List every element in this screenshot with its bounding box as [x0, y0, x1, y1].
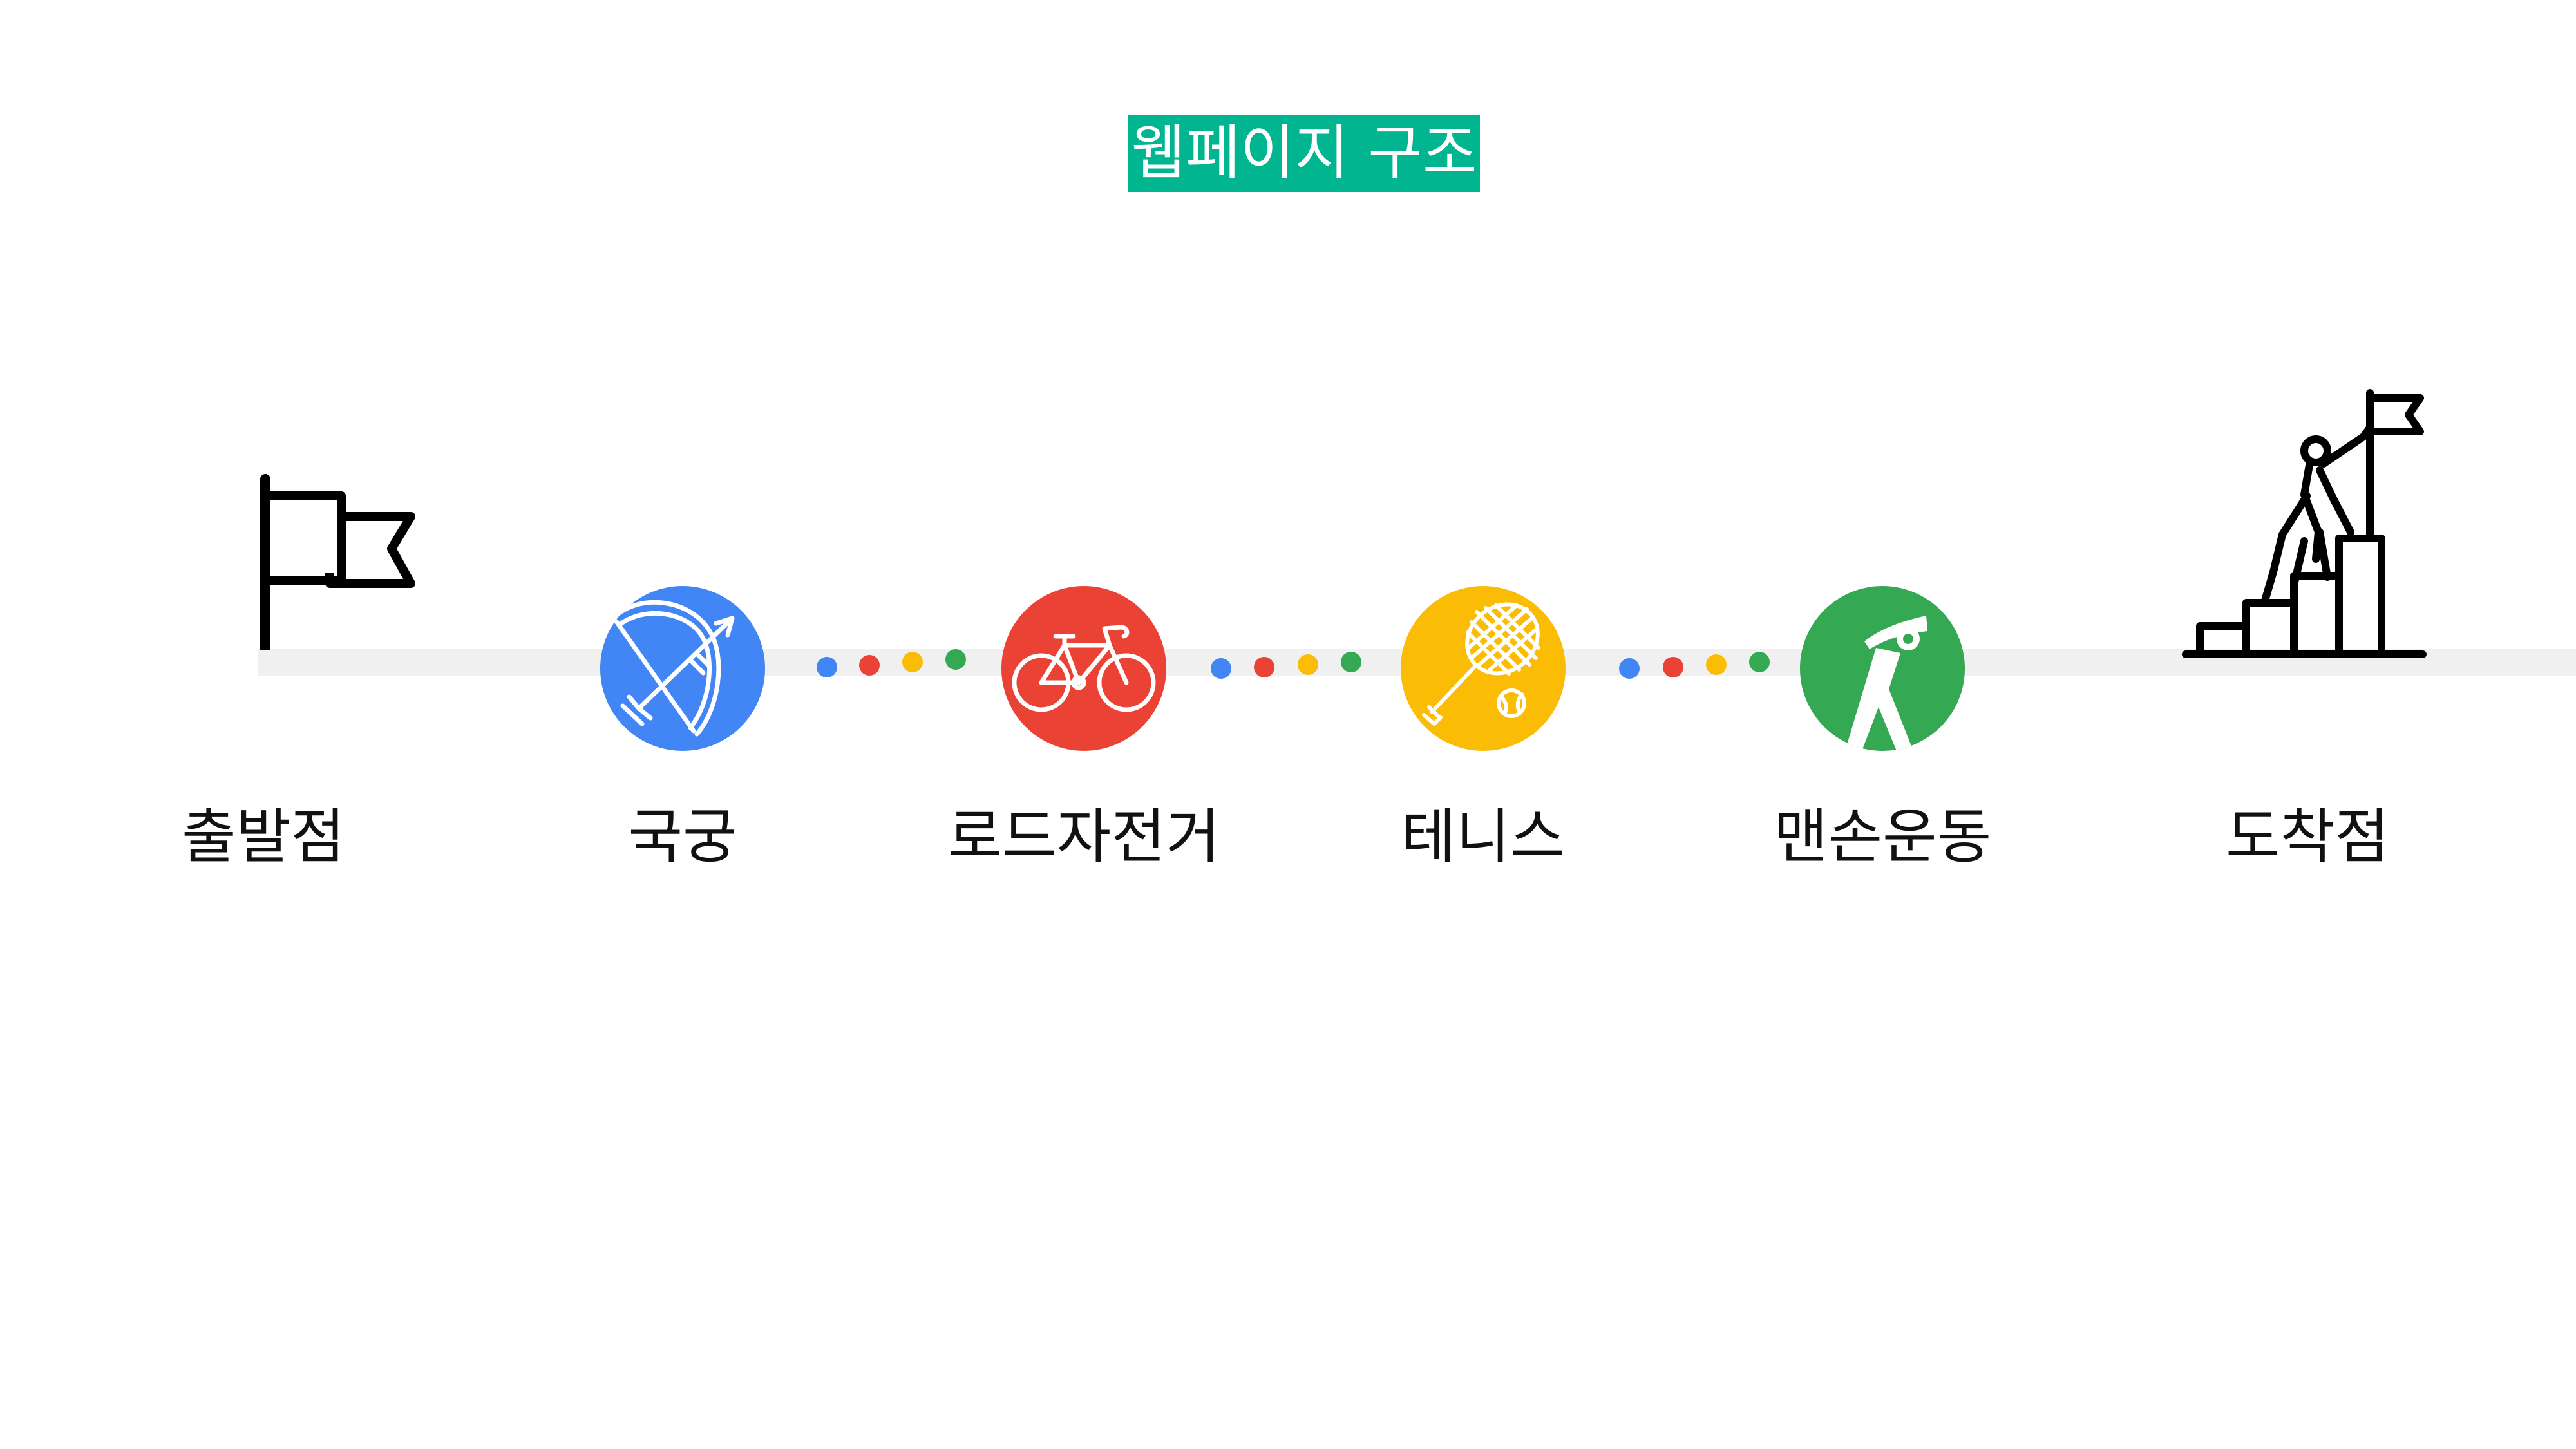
road-bicycle-node[interactable] [1001, 586, 1166, 751]
connector-dot [859, 655, 880, 676]
connector-dot [1706, 654, 1727, 675]
start-flag-icon [251, 470, 419, 654]
connector-dot [1254, 657, 1274, 677]
connector-dot [1298, 654, 1318, 675]
bow-and-arrow-icon [611, 600, 735, 737]
tennis-node[interactable] [1401, 586, 1566, 751]
connector-dot [902, 652, 923, 672]
node-label-finish: 도착점 [2226, 802, 2389, 871]
summit-flag-climber-icon [2182, 386, 2427, 660]
node-label-tennis: 테니스 [1401, 802, 1565, 871]
bodyweight-exercise-node[interactable] [1800, 586, 1965, 751]
connector-dot [1749, 652, 1770, 672]
archery-node[interactable] [600, 586, 765, 751]
connector-dot [817, 657, 837, 677]
connector-dot [945, 649, 966, 670]
connector-dot [1211, 658, 1231, 679]
road-bicycle-icon [1012, 625, 1156, 712]
node-label-archery: 국궁 [628, 802, 737, 871]
stretching-person-icon [1845, 616, 1927, 751]
connector-dot [1341, 652, 1361, 672]
node-label-bicycle: 로드자전거 [947, 802, 1220, 871]
node-label-start: 출발점 [182, 802, 345, 871]
page-title: 웹페이지 구조 [1128, 115, 1480, 192]
node-label-exercise: 맨손운동 [1773, 802, 1992, 871]
connector-dot [1619, 658, 1640, 679]
tennis-racket-icon [1422, 602, 1540, 726]
connector-dot [1663, 657, 1683, 677]
